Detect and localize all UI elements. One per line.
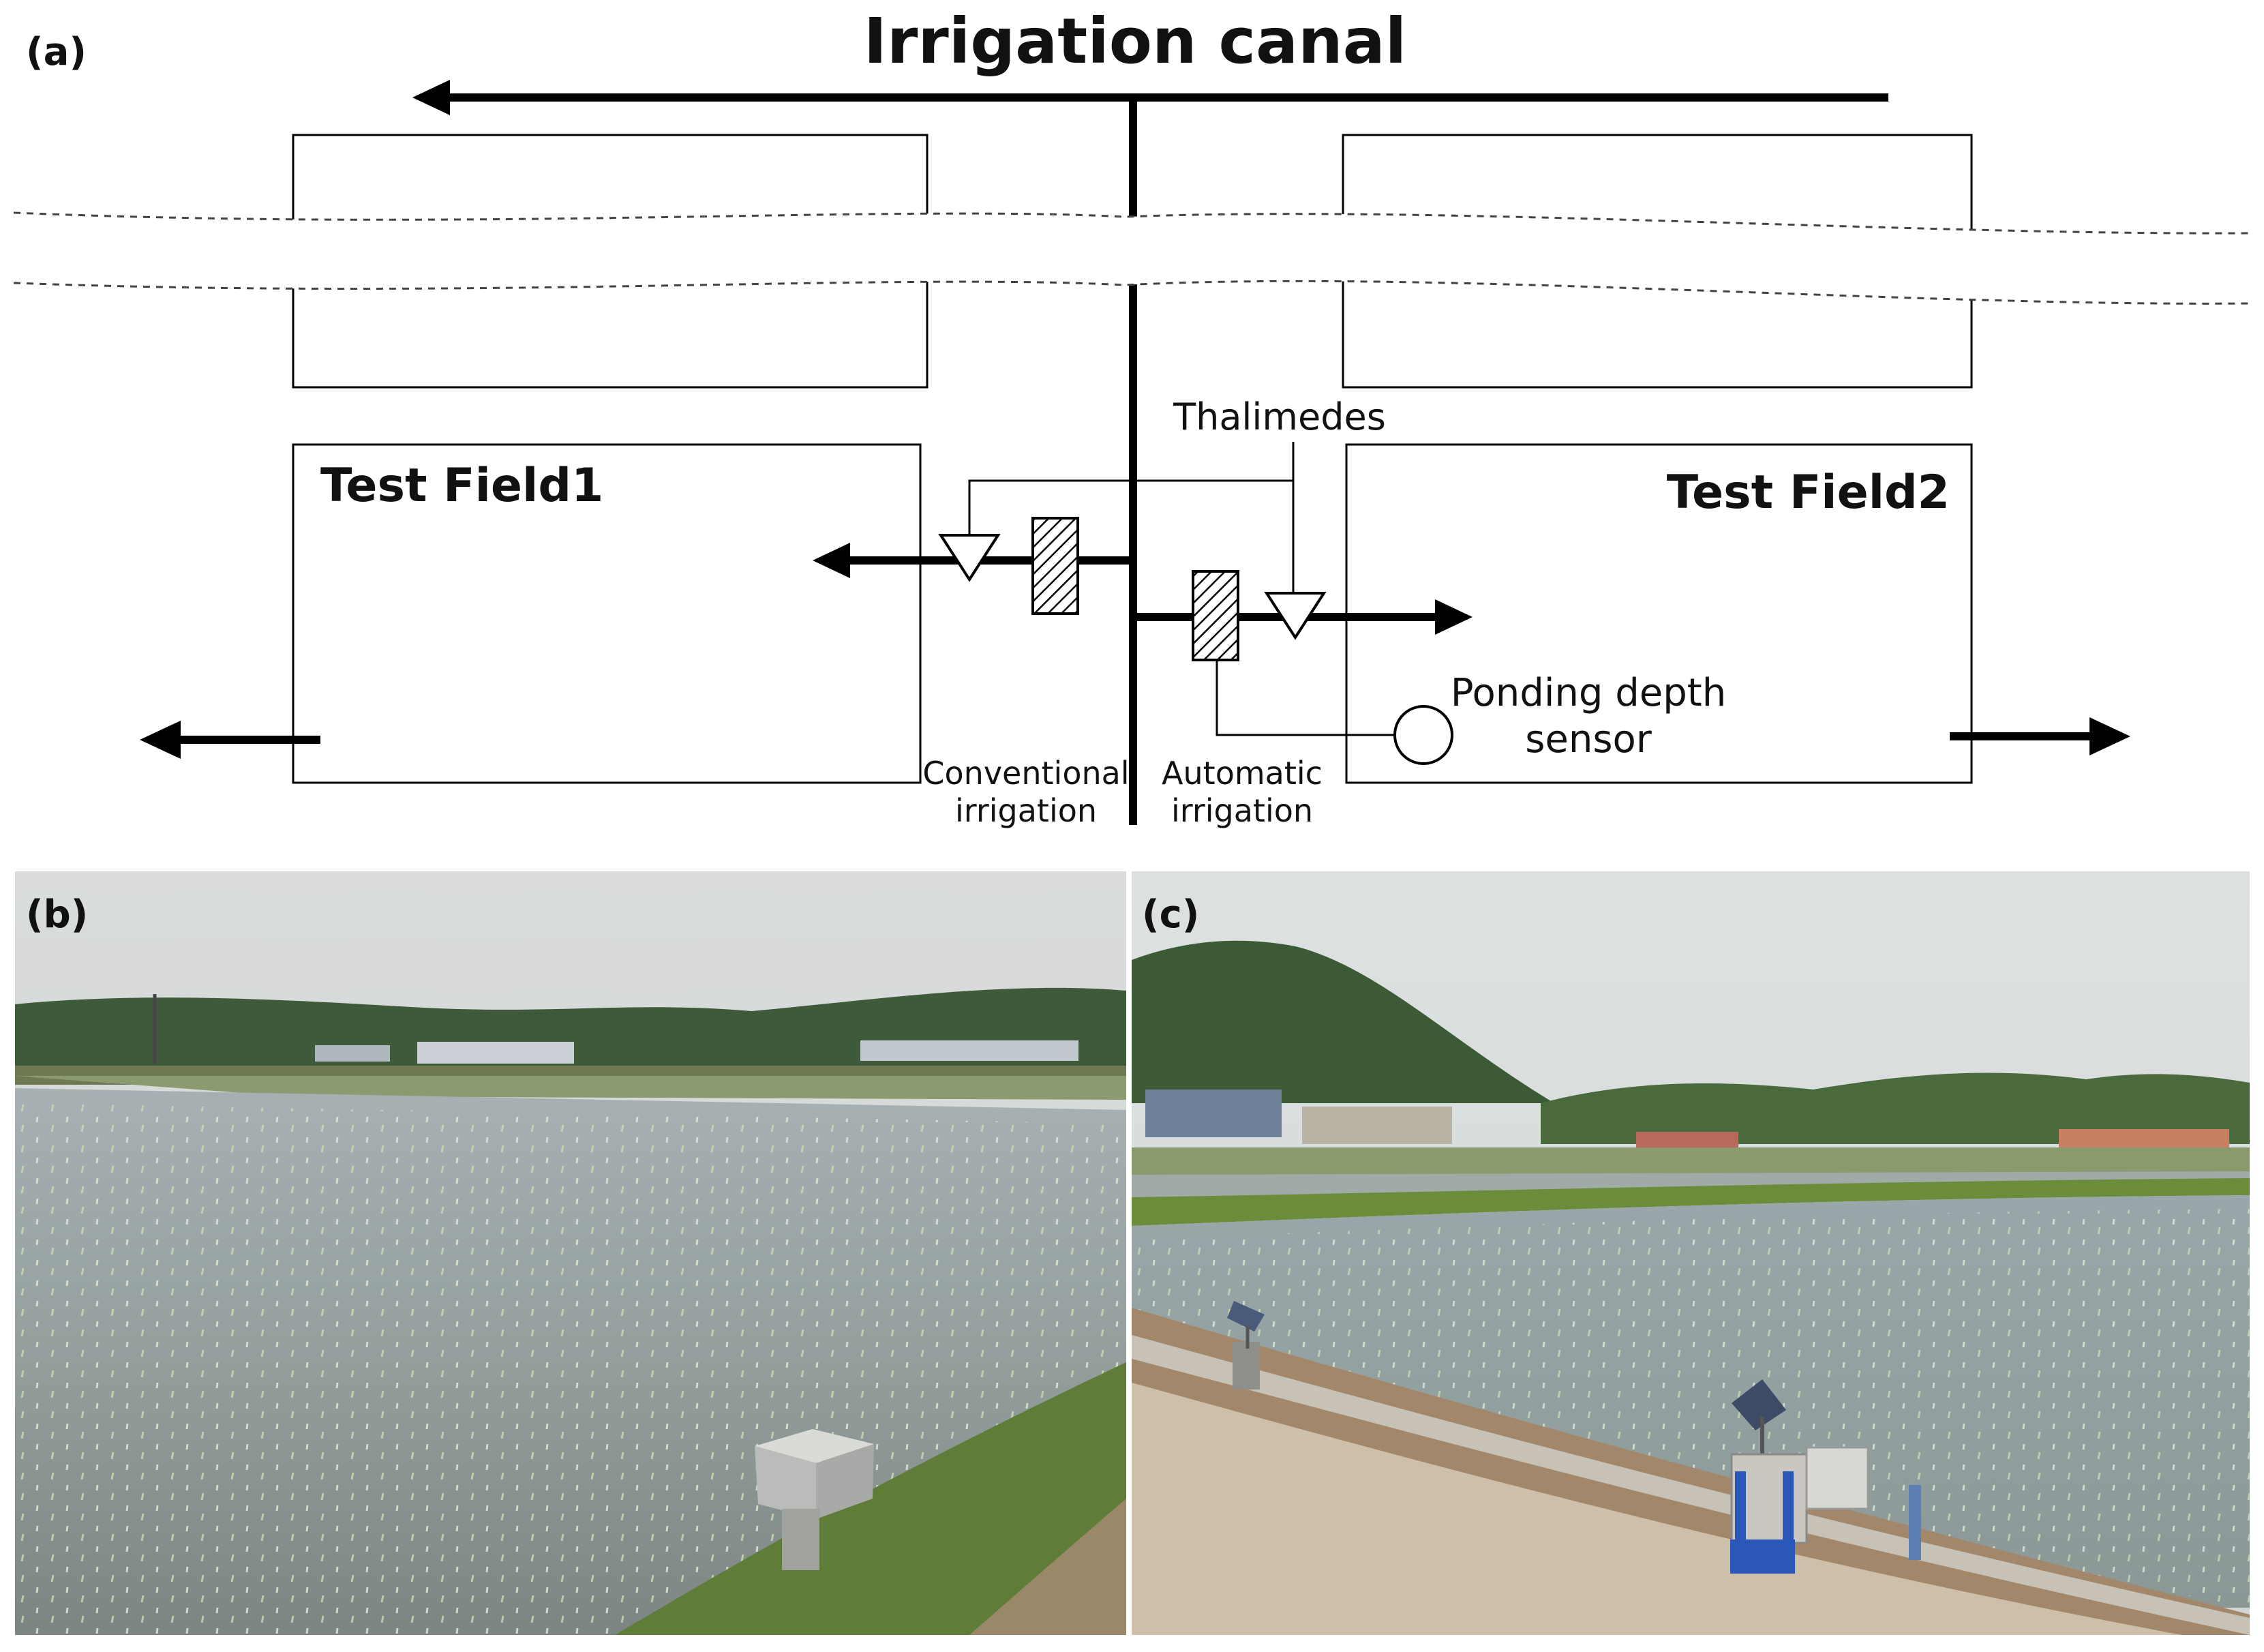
buildings-b-3 xyxy=(315,1045,390,1062)
break-band xyxy=(14,213,2250,304)
gauge-box-b-side xyxy=(816,1444,874,1519)
dike-c xyxy=(1132,1147,2250,1175)
conventional-label-1: Conventional xyxy=(922,755,1129,792)
photo-b: (b) xyxy=(15,871,1126,1635)
red-hill-c xyxy=(2059,1129,2229,1150)
test-field-1-label: Test Field1 xyxy=(320,459,603,513)
conventional-gate xyxy=(1031,517,1079,615)
conventional-label-2: irrigation xyxy=(955,792,1097,829)
ponding-sensor-label-1: Ponding depth xyxy=(1451,671,1726,715)
automatic-gate-c xyxy=(1730,1379,1921,1574)
ponding-sensor-label-2: sensor xyxy=(1525,717,1652,762)
hills-c xyxy=(1541,1072,2250,1144)
panel-label-b: (b) xyxy=(26,892,88,937)
outlet-2-arrowhead xyxy=(2089,717,2130,755)
automatic-inlet-arrowhead xyxy=(1435,599,1473,635)
mountain-c xyxy=(1132,940,1554,1103)
sensor-connector xyxy=(1216,660,1394,736)
road-c xyxy=(1132,1383,2182,1635)
buildings-b-2 xyxy=(860,1040,1078,1061)
canal-arrowhead xyxy=(412,80,450,115)
gauge-post-b xyxy=(782,1509,819,1570)
automatic-thalimedes xyxy=(1264,592,1327,640)
ponding-sensor xyxy=(1393,705,1453,765)
panel-label-c: (c) xyxy=(1142,892,1199,937)
curb-c xyxy=(1132,1335,2250,1635)
thalimedes-label: Thalimedes xyxy=(1173,395,1386,438)
village-c-1 xyxy=(1145,1090,1282,1137)
rice-rows-c xyxy=(1132,1209,2250,1608)
automatic-label-2: irrigation xyxy=(1171,792,1313,829)
break-line-lower xyxy=(13,280,2250,305)
gauge-box-b-top xyxy=(755,1429,874,1463)
diagram-title: Irrigation canal xyxy=(864,5,1406,78)
hills-b xyxy=(15,987,1126,1076)
bank-b-dirt xyxy=(969,1499,1126,1635)
photo-c: (c) xyxy=(1132,871,2250,1635)
diagram-panel: (a) Irrigation canal Test Field1 Test Fi… xyxy=(13,5,2250,829)
gauge-box-b-front xyxy=(755,1446,816,1519)
test-field-1-box xyxy=(292,443,922,784)
panel-label-a: (a) xyxy=(26,30,87,74)
break-line-upper xyxy=(13,211,2250,235)
outlet-1-arrowhead xyxy=(140,721,181,759)
thalimedes-connector xyxy=(968,479,1293,535)
automatic-gate xyxy=(1192,570,1239,661)
conventional-inlet-arrowhead xyxy=(813,543,850,578)
buildings-b-1 xyxy=(417,1042,574,1064)
automatic-label-1: Automatic xyxy=(1162,755,1323,792)
test-field-2-label: Test Field2 xyxy=(1667,466,1950,520)
small-gauge-c xyxy=(1227,1301,1265,1390)
village-c-2 xyxy=(1302,1107,1452,1144)
levee-c xyxy=(1132,1178,2250,1226)
